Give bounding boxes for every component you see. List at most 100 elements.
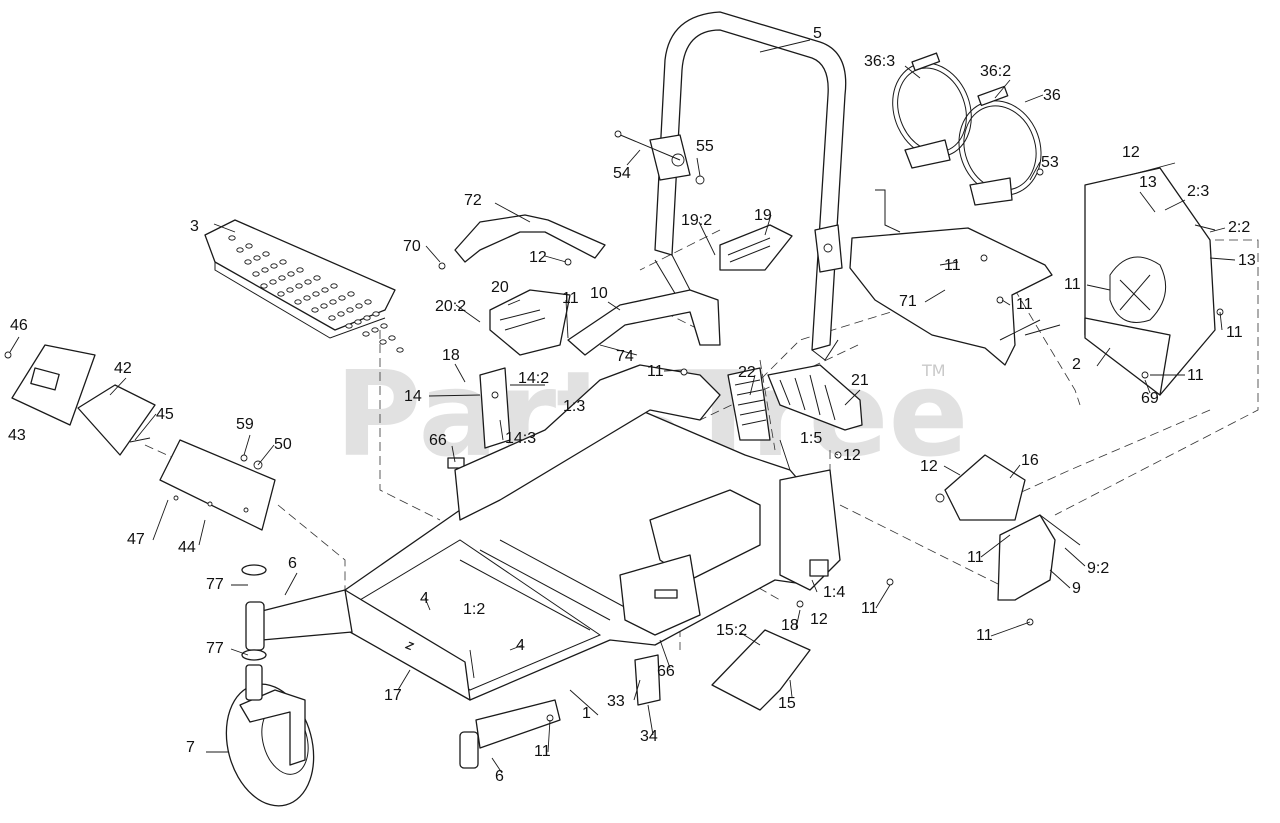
floor-plate-hole xyxy=(287,271,295,277)
floor-plate-hole xyxy=(329,299,337,305)
leader-line xyxy=(1029,161,1041,181)
callout-15: 15 xyxy=(778,695,796,712)
leader-line xyxy=(1064,547,1086,567)
callout-22: 22 xyxy=(738,364,756,381)
leader-line xyxy=(424,597,431,611)
callout-16: 16 xyxy=(1021,452,1039,469)
leader-line xyxy=(943,465,961,476)
caster-arms xyxy=(245,589,561,769)
leader-line xyxy=(939,261,959,266)
leader-line xyxy=(1001,299,1011,306)
callout-1-3: 1:3 xyxy=(563,398,585,415)
callout-14-3: 14:3 xyxy=(505,430,536,447)
callout-11d: 11 xyxy=(861,600,878,617)
callout-74: 74 xyxy=(616,348,634,365)
floor-plate-hole xyxy=(337,311,345,317)
floor-plate-hole xyxy=(312,291,320,297)
caster-wheel xyxy=(225,664,315,807)
leader-line xyxy=(835,453,839,456)
callout-13a: 13 xyxy=(1139,174,1157,191)
main-frame xyxy=(344,364,841,701)
floor-plate xyxy=(204,219,404,353)
callout-12d: 12 xyxy=(810,611,828,628)
floor-plate-hole xyxy=(371,327,379,333)
callout-77a: 77 xyxy=(206,576,224,593)
callout-1-4: 1:4 xyxy=(823,584,845,601)
floor-plate-hole xyxy=(286,287,294,293)
callout-36-3: 36:3 xyxy=(864,53,895,70)
callout-labels: 1 1:2 1:3 1:4 1:5 2 2:2 2:3 3 4 4 5 6 6 … xyxy=(8,25,1256,785)
callout-72: 72 xyxy=(464,192,482,209)
leader-line xyxy=(844,389,861,406)
callout-46: 46 xyxy=(10,317,28,334)
callout-10: 10 xyxy=(590,285,608,302)
callout-54: 54 xyxy=(613,165,631,182)
leader-line xyxy=(811,579,818,593)
callout-47: 47 xyxy=(127,531,145,548)
callout-44: 44 xyxy=(178,539,196,556)
watermark-trademark: TM xyxy=(921,361,946,380)
callout-21: 21 xyxy=(851,372,869,389)
leader-line xyxy=(507,299,521,306)
floor-plate-hole xyxy=(388,335,396,341)
callout-70: 70 xyxy=(403,238,421,255)
leader-line xyxy=(795,609,801,629)
callout-45: 45 xyxy=(156,406,174,423)
callout-19-2: 19:2 xyxy=(681,212,712,229)
leader-line xyxy=(499,419,504,441)
callout-6b: 6 xyxy=(495,768,504,785)
floor-plate-hole xyxy=(278,275,286,281)
leader-line xyxy=(1049,569,1071,589)
leader-line xyxy=(994,79,1011,99)
floor-plate-hole xyxy=(363,315,371,321)
callout-4b: 4 xyxy=(516,637,525,654)
callout-36-2: 36:2 xyxy=(980,63,1011,80)
floor-plate-hole xyxy=(296,267,304,273)
floor-plate-hole xyxy=(311,307,319,313)
callout-9: 9 xyxy=(1072,580,1081,597)
leader-line xyxy=(547,719,551,753)
floor-plate-hole xyxy=(372,311,380,317)
rear-guards xyxy=(711,454,1081,711)
leader-line xyxy=(509,644,524,651)
callout-14-2: 14:2 xyxy=(518,370,549,387)
callout-4a: 4 xyxy=(420,590,429,607)
side-grilles xyxy=(727,364,863,441)
canister-mount-bracket xyxy=(849,189,1061,366)
left-seat-bracket xyxy=(447,367,511,469)
leader-line xyxy=(633,679,641,701)
callout-leaders xyxy=(9,39,1236,774)
callout-11a: 11 xyxy=(562,290,579,307)
leader-line xyxy=(980,534,1011,558)
floor-plate-hole xyxy=(295,283,303,289)
leader-line xyxy=(1209,227,1226,233)
leader-line xyxy=(494,202,531,223)
callout-9-2: 9:2 xyxy=(1087,560,1109,577)
callout-33: 33 xyxy=(607,693,625,710)
callout-20: 20 xyxy=(491,279,509,296)
leader-line xyxy=(779,439,791,471)
floor-plate-hole xyxy=(364,299,372,305)
leader-line xyxy=(455,304,481,323)
callout-71: 71 xyxy=(899,293,917,310)
leader-line xyxy=(469,649,475,679)
leader-line xyxy=(152,499,169,541)
caster-bushings xyxy=(241,564,267,661)
callout-12a: 12 xyxy=(529,249,547,266)
leader-line xyxy=(257,444,275,466)
leader-line xyxy=(198,519,206,546)
leader-line xyxy=(1144,379,1151,394)
leader-line xyxy=(1139,191,1156,213)
callout-11h: 11 xyxy=(1016,296,1033,313)
callout-11k: 11 xyxy=(1187,367,1204,384)
callout-2: 2 xyxy=(1072,356,1081,373)
floor-plate-hole xyxy=(261,267,269,273)
canister-clamps xyxy=(892,52,1042,206)
floor-plate-hole xyxy=(379,339,387,345)
callout-19: 19 xyxy=(754,207,772,224)
leader-line xyxy=(454,363,466,383)
leader-line xyxy=(599,344,638,356)
callout-77b: 77 xyxy=(206,640,224,657)
callout-2-2: 2:2 xyxy=(1228,219,1250,236)
